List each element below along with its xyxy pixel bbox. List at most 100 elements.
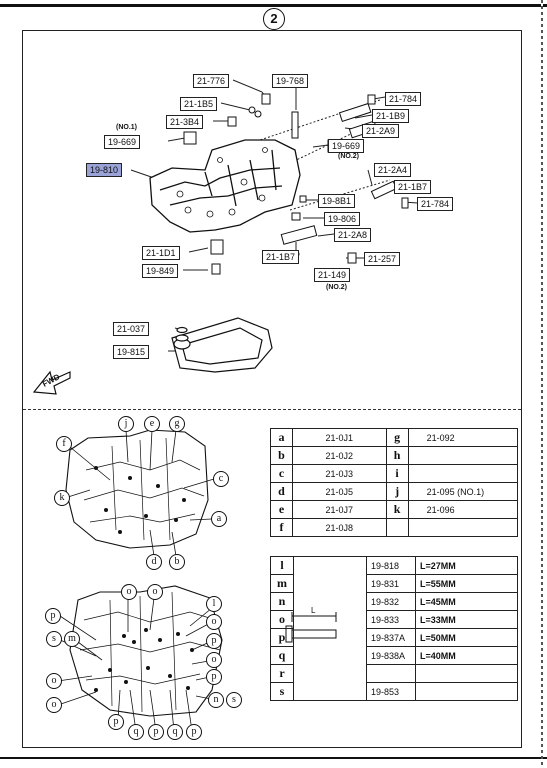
callout-o: o [147,584,163,600]
table-cell-value [407,518,519,537]
table-cell-key: f [270,518,293,537]
part-label-21-784: 21-784 [385,92,422,106]
callout-n: n [208,692,224,708]
page-edge [541,0,543,768]
table-cell-key: o [270,610,294,629]
table-cell-key: b [270,446,293,465]
table-cell-key: r [270,664,294,683]
table-cell-key [385,518,409,537]
table-cell-length: L=40MM [415,646,518,665]
callout-s: s [46,631,62,647]
part-label-21-149: 21-149 [314,268,351,282]
table-cell-key: n [270,592,294,611]
table-cell-key: q [270,646,294,665]
callout-q: q [128,724,144,740]
table-cell-length: L=45MM [415,592,518,611]
note-no1: (NO.1) [116,124,137,131]
diagram-frame [22,30,522,748]
table-cell-part [366,664,416,683]
table-cell-key: d [270,482,293,501]
bottom-rule [0,757,547,759]
callout-l: l [206,596,222,612]
table-cell-length: L=55MM [415,574,518,593]
part-label-19-669-no2: 19-669 [328,139,365,153]
part-label-21-2a4: 21-2A4 [374,163,412,177]
part-label-19-806: 19-806 [324,212,361,226]
table-cell-length: L=27MM [415,556,518,575]
table-cell-key: p [270,628,294,647]
callout-k: k [54,490,70,506]
callout-s: s [226,692,242,708]
table-cell-part: 19-831 [366,574,416,593]
callout-g: g [169,416,185,432]
table-cell-part: 19-833 [366,610,416,629]
callout-j: j [118,416,134,432]
table-cell-part: 19-818 [366,556,416,575]
part-label-21-1b9: 21-1B9 [372,109,410,123]
table-cell-key: l [270,556,294,575]
table-cell-value: 21-0J7 [291,500,387,519]
table-cell-length [415,664,518,683]
callout-p: p [186,724,202,740]
table-cell-key: c [270,464,293,483]
callout-o: o [206,614,222,630]
callout-o: o [46,697,62,713]
table-cell-value: 21-0J3 [291,464,387,483]
part-label-19-8b1: 19-8B1 [318,194,356,208]
part-label-19-768: 19-768 [272,74,309,88]
table-cell-value: 21-0J5 [291,482,387,501]
table-cell-part: 19-837A [366,628,416,647]
part-label-21-3b4: 21-3B4 [166,115,204,129]
table-cell-value [407,464,519,483]
table-cell-length [415,682,518,701]
table-cell-value: 21-096 [407,500,519,519]
table-cell-length: L=33MM [415,610,518,629]
table-cell-key: h [385,446,409,465]
table-cell-part: 19-832 [366,592,416,611]
callout-o: o [46,673,62,689]
pin-illustration-cell [293,556,367,701]
part-label-21-1b5: 21-1B5 [180,97,218,111]
callout-e: e [144,416,160,432]
table-cell-length: L=50MM [415,628,518,647]
callout-m: m [64,631,80,647]
top-rule [0,4,547,7]
note-no2-lower: (NO.2) [326,284,347,291]
table-cell-value: 21-0J8 [291,518,387,537]
part-label-21-784-lower: 21-784 [417,197,454,211]
table-cell-key: a [270,428,293,447]
table-cell-key: m [270,574,294,593]
table-cell-value [407,446,519,465]
part-label-19-669-no1: 19-669 [104,135,141,149]
table-cell-key: e [270,500,293,519]
table-cell-value: 21-0J1 [291,428,387,447]
part-label-21-776: 21-776 [193,74,230,88]
part-label-21-257: 21-257 [364,252,401,266]
callout-o: o [206,652,222,668]
callout-p: p [206,633,222,649]
section-number: 2 [263,8,285,30]
callout-b: b [169,554,185,570]
part-label-19-815: 19-815 [113,345,150,359]
table-cell-value: 21-092 [407,428,519,447]
length-symbol: L [311,606,316,615]
part-label-19-849: 19-849 [142,264,179,278]
callout-d: d [146,554,162,570]
part-label-21-2a9: 21-2A9 [362,124,400,138]
part-label-19-810: 19-810 [86,163,123,177]
table-cell-value: 21-095 (NO.1) [407,482,519,501]
note-no2-upper: (NO.2) [338,153,359,160]
table-cell-key: g [385,428,409,447]
